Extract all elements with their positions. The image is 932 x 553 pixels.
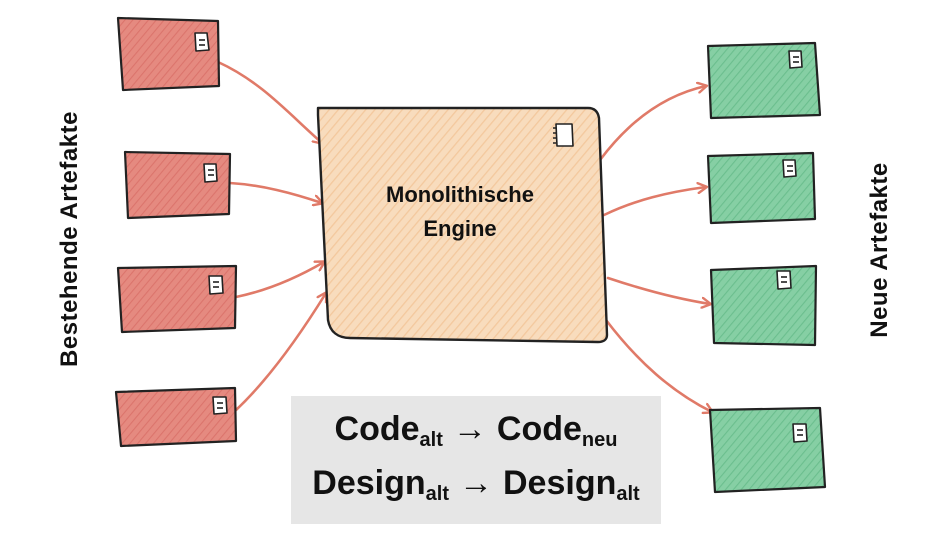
formula-design-right-sub: alt bbox=[616, 483, 640, 505]
document-stack-icon bbox=[553, 123, 574, 147]
label-existing-artifacts: Bestehende Artefakte bbox=[56, 111, 83, 367]
existing-artifact-1 bbox=[116, 16, 221, 92]
engine-label: Monolithische Engine bbox=[350, 178, 570, 246]
formula-code: Codealt→Codeneu bbox=[291, 410, 661, 452]
document-icon bbox=[194, 32, 210, 52]
document-icon bbox=[203, 163, 218, 183]
label-new-artifacts: Neue Artefakte bbox=[866, 162, 893, 338]
arrow-new-4 bbox=[604, 318, 712, 412]
document-icon bbox=[782, 159, 797, 178]
engine-label-line1: Monolithische bbox=[386, 182, 534, 207]
new-artifact-4 bbox=[708, 406, 827, 494]
formula-design: Designalt→Designalt bbox=[291, 464, 661, 506]
existing-artifact-3 bbox=[116, 264, 238, 334]
formula-code-right: Code bbox=[496, 410, 582, 448]
existing-artifact-4 bbox=[114, 386, 238, 448]
document-icon bbox=[776, 270, 792, 290]
arrow-new-2 bbox=[602, 187, 706, 217]
monolithic-engine-box bbox=[316, 106, 609, 344]
new-artifact-2 bbox=[706, 151, 817, 225]
formula-code-left: Code bbox=[334, 410, 420, 448]
document-icon bbox=[208, 275, 224, 295]
incoming-arrows bbox=[216, 60, 326, 412]
outgoing-arrows bbox=[598, 86, 712, 412]
arrow-right-icon: → bbox=[459, 464, 493, 502]
document-icon bbox=[788, 50, 803, 69]
formula-code-left-sub: alt bbox=[419, 429, 443, 451]
formula-design-left: Design bbox=[312, 464, 426, 502]
formula-design-right: Design bbox=[503, 464, 617, 502]
formula-design-left-sub: alt bbox=[425, 483, 449, 505]
existing-artifact-2 bbox=[123, 150, 232, 220]
arrow-new-3 bbox=[606, 276, 710, 304]
document-icon bbox=[792, 423, 808, 443]
arrow-existing-3 bbox=[234, 262, 324, 299]
arrow-right-icon: → bbox=[452, 410, 487, 448]
new-artifact-1 bbox=[706, 41, 822, 120]
engine-label-line2: Engine bbox=[423, 216, 497, 241]
arrow-existing-4 bbox=[234, 293, 326, 412]
document-icon bbox=[212, 396, 228, 415]
formula-box: Codealt→Codeneu Designalt→Designalt bbox=[291, 396, 661, 524]
arrow-new-1 bbox=[598, 86, 706, 162]
new-artifacts bbox=[706, 41, 827, 494]
arrow-existing-1 bbox=[216, 60, 322, 143]
formula-code-right-sub: neu bbox=[581, 429, 618, 451]
arrow-existing-2 bbox=[228, 181, 322, 203]
new-artifact-3 bbox=[709, 264, 818, 347]
existing-artifacts bbox=[114, 16, 238, 448]
